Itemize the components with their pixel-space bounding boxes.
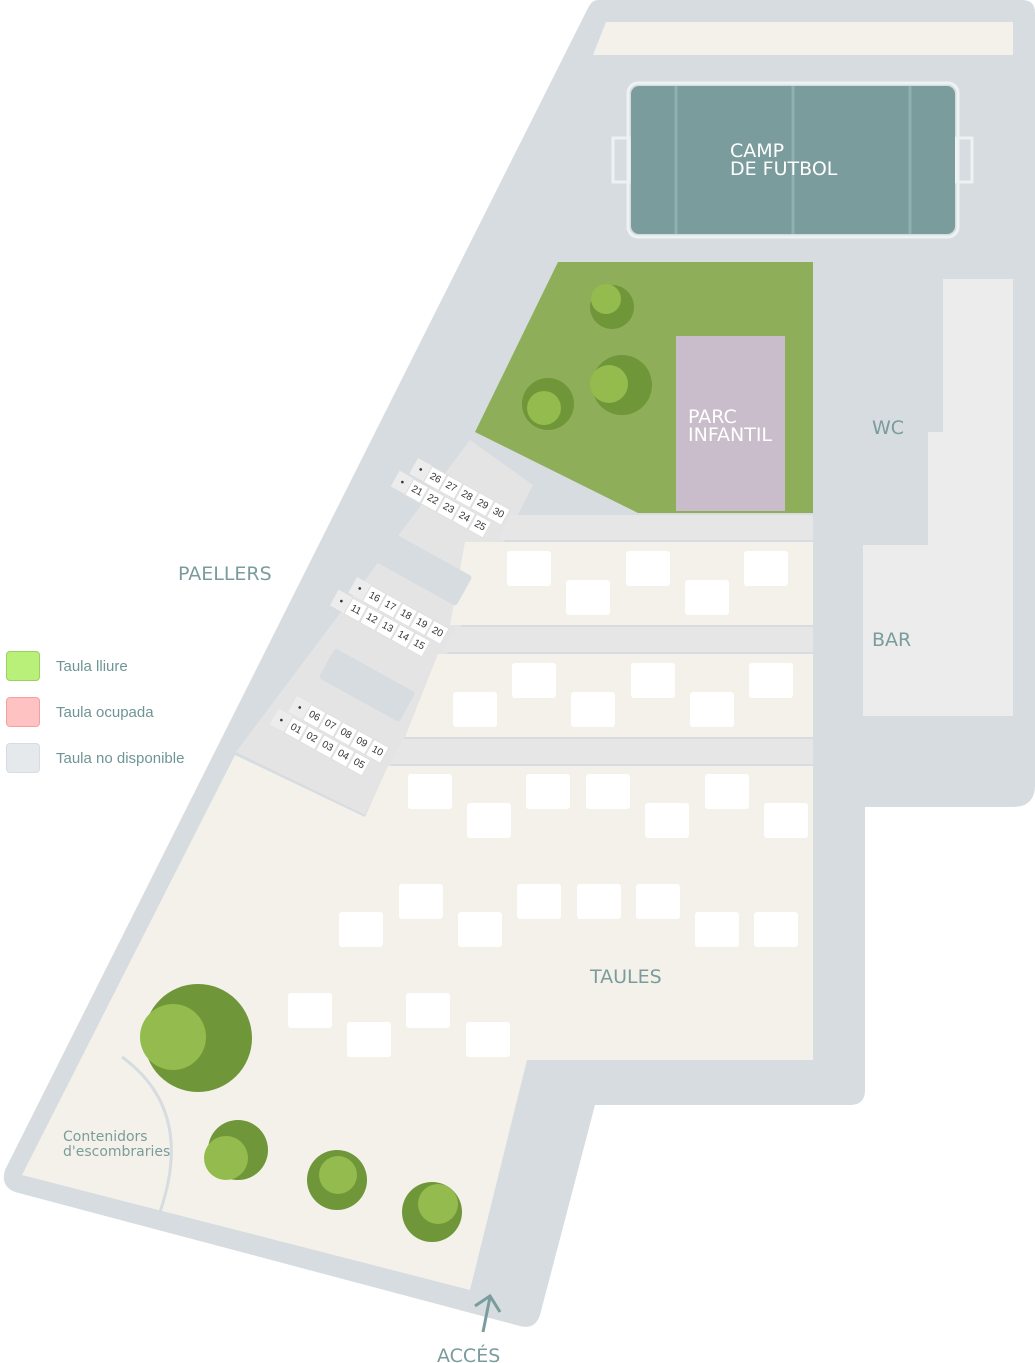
top-strip <box>593 22 1013 55</box>
legend: Taula lliure Taula ocupada Taula no disp… <box>6 643 184 781</box>
table[interactable] <box>645 803 689 838</box>
playground-area <box>676 336 785 511</box>
table[interactable] <box>399 884 443 919</box>
table[interactable] <box>749 663 793 698</box>
access-label: ACCÉS <box>437 1345 501 1363</box>
table[interactable] <box>631 663 675 698</box>
table[interactable] <box>690 692 734 727</box>
bar-building <box>863 545 1013 716</box>
table[interactable] <box>406 993 450 1028</box>
table[interactable] <box>566 580 610 615</box>
table[interactable] <box>458 912 502 947</box>
tables-label: TAULES <box>590 966 662 988</box>
table[interactable] <box>288 993 332 1028</box>
table[interactable] <box>467 803 511 838</box>
table[interactable] <box>453 692 497 727</box>
paellers-label: PAELLERS <box>178 563 272 585</box>
tree-icon <box>140 284 652 1242</box>
legend-occupied: Taula ocupada <box>6 689 184 735</box>
occupied-swatch <box>6 697 40 727</box>
table[interactable] <box>507 551 551 586</box>
legend-unavailable: Taula no disponible <box>6 735 184 781</box>
bins-boundary <box>121 1055 173 1213</box>
table[interactable] <box>466 1022 510 1057</box>
unavailable-swatch <box>6 743 40 773</box>
access-arrow-icon <box>474 1293 502 1333</box>
table[interactable] <box>526 774 570 809</box>
table[interactable] <box>339 912 383 947</box>
table[interactable] <box>626 551 670 586</box>
free-swatch <box>6 651 40 681</box>
table[interactable] <box>512 663 556 698</box>
table[interactable] <box>636 884 680 919</box>
table[interactable] <box>705 774 749 809</box>
table[interactable] <box>586 774 630 809</box>
legend-free: Taula lliure <box>6 643 184 689</box>
wc-label: WC <box>872 417 905 439</box>
table[interactable] <box>347 1022 391 1057</box>
wc-building-2 <box>928 432 1013 621</box>
table[interactable] <box>754 912 798 947</box>
table[interactable] <box>695 912 739 947</box>
table[interactable] <box>408 774 452 809</box>
bar-label: BAR <box>872 629 912 651</box>
table[interactable] <box>517 884 561 919</box>
table[interactable] <box>571 692 615 727</box>
table[interactable] <box>685 580 729 615</box>
table[interactable] <box>764 803 808 838</box>
wc-building-1 <box>943 279 1013 432</box>
table[interactable] <box>744 551 788 586</box>
table[interactable] <box>577 884 621 919</box>
